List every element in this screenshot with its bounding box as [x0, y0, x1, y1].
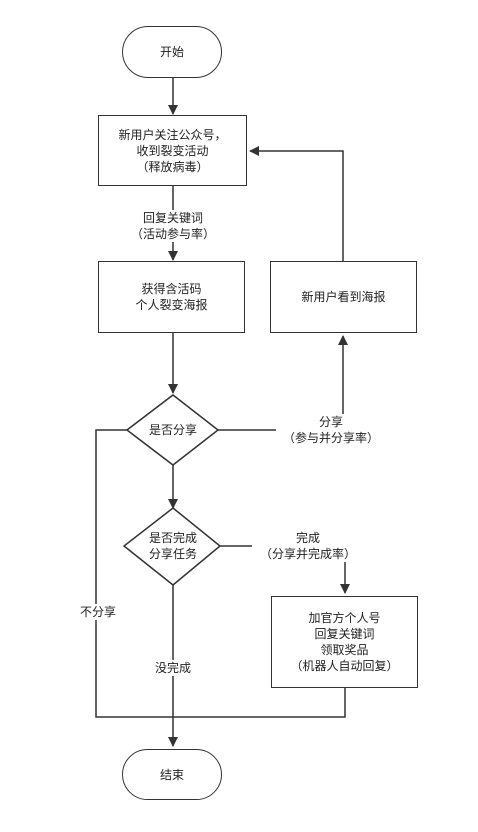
start-node: 开始	[122, 26, 222, 78]
share-decision-shape	[125, 394, 220, 466]
edge-newuser-follow	[249, 146, 344, 261]
edge-label-complete: 完成 （分享并完成率）	[252, 530, 364, 562]
edge-label-keyword: 回复关键词 （活动参与率）	[118, 210, 228, 242]
share-decision-label: 是否分享	[148, 423, 197, 437]
poster-node: 获得含活码 个人裂变海报	[98, 261, 245, 333]
edge-reward-merge	[173, 688, 346, 718]
reward-node: 加官方个人号 回复关键词 领取奖品 （机器人自动回复）	[271, 596, 418, 688]
end-node: 结束	[122, 749, 222, 800]
edge-label-no-share: 不分享	[72, 604, 124, 620]
complete-decision-label: 是否完成 分享任务	[148, 531, 197, 561]
edge-noshare	[95, 429, 173, 718]
new-user-node: 新用户看到海报	[270, 261, 417, 333]
follow-node: 新用户关注公众号， 收到裂变活动 （释放病毒）	[98, 115, 247, 186]
edge-label-share: 分享 （参与并分享率）	[276, 414, 386, 446]
edge-label-not-complete: 没完成	[143, 660, 203, 676]
complete-decision-shape	[122, 507, 222, 586]
